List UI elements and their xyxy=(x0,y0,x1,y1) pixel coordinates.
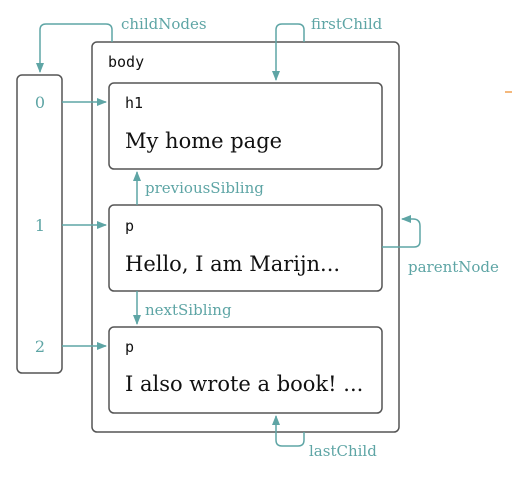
child-nodes-label: childNodes xyxy=(121,15,207,33)
parent-node-label: parentNode xyxy=(408,258,499,276)
child-nodes-arrow xyxy=(36,23,113,73)
body-node-tag: body xyxy=(108,53,144,71)
child-nodes-list-box xyxy=(16,74,63,374)
child-index-0: 0 xyxy=(35,93,45,112)
last-child-arrow xyxy=(272,415,305,447)
child-index-1: 1 xyxy=(35,216,45,235)
node-tag-p2: p xyxy=(125,338,134,356)
last-child-label: lastChild xyxy=(309,442,377,460)
node-tag-p1: p xyxy=(125,217,134,235)
node-content-p1: Hello, I am Marijn... xyxy=(125,252,340,276)
previous-sibling-label: previousSibling xyxy=(145,179,264,197)
node-box-p1 xyxy=(108,204,383,292)
node-content-h1: My home page xyxy=(125,129,282,153)
node-box-h1 xyxy=(108,82,383,170)
node-tag-h1: h1 xyxy=(125,94,143,112)
first-child-arrow xyxy=(272,23,305,81)
child-index-2: 2 xyxy=(35,337,45,356)
node-content-p2: I also wrote a book! ... xyxy=(125,372,363,396)
node-box-p2 xyxy=(108,326,383,414)
parent-node-arrow xyxy=(382,215,421,248)
next-sibling-label: nextSibling xyxy=(145,301,232,319)
first-child-label: firstChild xyxy=(311,15,383,33)
